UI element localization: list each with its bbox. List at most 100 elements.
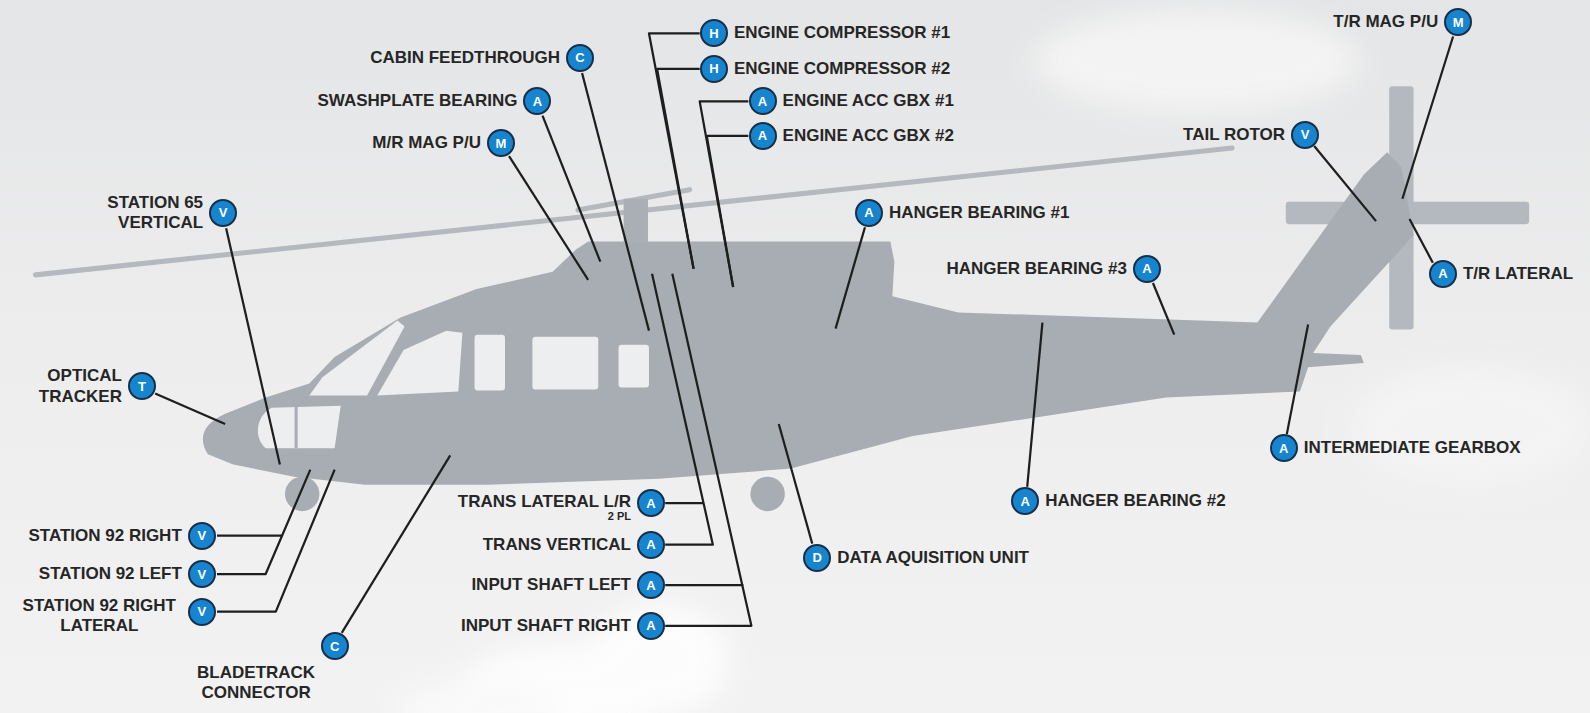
part-name: M/R MAG P/U xyxy=(372,133,481,153)
part-name: DATA AQUISITION UNIT xyxy=(837,548,1029,568)
callout-marker: VSTATION 92 LEFT xyxy=(188,560,216,588)
callout-marker: AHANGER BEARING #1 xyxy=(855,199,883,227)
leader-line xyxy=(1287,325,1308,435)
callout-marker: VSTATION 65 VERTICAL xyxy=(209,199,237,227)
part-label: HANGER BEARING #1 xyxy=(889,203,1069,223)
callout-letter: A xyxy=(749,122,777,150)
callout-marker: VSTATION 92 RIGHT xyxy=(188,522,216,550)
callout-letter: A xyxy=(1270,434,1298,462)
part-name: SWASHPLATE BEARING xyxy=(318,91,518,111)
callout-marker: CCABIN FEEDTHROUGH xyxy=(566,44,594,72)
part-name: STATION 92 RIGHT LATERAL xyxy=(17,596,182,637)
leader-line xyxy=(1314,146,1376,221)
leader-line xyxy=(700,101,749,287)
part-label: INTERMEDIATE GEARBOX xyxy=(1304,438,1521,458)
part-label: T/R LATERAL xyxy=(1463,264,1573,284)
callout-marker: HENGINE COMPRESSOR #1 xyxy=(700,19,728,47)
part-label: BLADETRACK CONNECTOR xyxy=(194,663,319,704)
leader-line xyxy=(665,584,743,586)
leader-lines xyxy=(155,33,1453,632)
leader-line xyxy=(509,156,588,280)
part-name: ENGINE ACC GBX #1 xyxy=(783,91,954,111)
callout-letter: C xyxy=(321,632,349,660)
part-name: INPUT SHAFT RIGHT xyxy=(461,616,631,636)
part-label: HANGER BEARING #2 xyxy=(1045,491,1225,511)
part-label: STATION 92 RIGHT LATERAL xyxy=(17,596,182,637)
window xyxy=(377,331,462,396)
callout-marker: VSTATION 92 RIGHT LATERAL xyxy=(188,598,216,626)
callout-marker: AHANGER BEARING #3 xyxy=(1133,255,1161,283)
part-name: OPTICAL TRACKER xyxy=(30,366,122,407)
callout-marker: AINPUT SHAFT RIGHT xyxy=(637,612,665,640)
part-name: HANGER BEARING #1 xyxy=(889,203,1069,223)
part-name: ENGINE COMPRESSOR #2 xyxy=(734,59,950,79)
part-name: HANGER BEARING #3 xyxy=(946,259,1126,279)
callout-marker: AT/R LATERAL xyxy=(1429,260,1457,288)
callout-letter: A xyxy=(749,87,777,115)
part-label: M/R MAG P/U xyxy=(372,133,481,153)
leader-line xyxy=(836,227,865,328)
leader-line xyxy=(226,228,280,464)
callout-letter: A xyxy=(637,571,665,599)
leader-line xyxy=(1027,323,1042,487)
callout-marker: HENGINE COMPRESSOR #2 xyxy=(700,55,728,83)
part-label: SWASHPLATE BEARING xyxy=(318,91,518,111)
part-name: TRANS LATERAL L/R xyxy=(458,492,631,512)
part-name: T/R MAG P/U xyxy=(1333,12,1438,32)
callout-letter: V xyxy=(188,522,216,550)
callout-marker: AENGINE ACC GBX #1 xyxy=(749,87,777,115)
window xyxy=(532,337,598,390)
leader-line xyxy=(665,274,751,626)
leader-line xyxy=(155,394,225,424)
part-name: HANGER BEARING #2 xyxy=(1045,491,1225,511)
callout-letter: V xyxy=(209,199,237,227)
part-label: ENGINE ACC GBX #1 xyxy=(783,91,954,111)
part-name: BLADETRACK CONNECTOR xyxy=(194,663,319,704)
part-name: CABIN FEEDTHROUGH xyxy=(370,48,560,68)
window xyxy=(475,335,505,391)
leader-line xyxy=(217,534,282,536)
part-label: TRANS VERTICAL xyxy=(483,534,631,554)
part-label: STATION 92 LEFT xyxy=(39,564,182,584)
callout-letter: D xyxy=(803,544,831,572)
fuselage xyxy=(203,152,1414,485)
leader-line xyxy=(1153,283,1174,335)
part-label: INPUT SHAFT LEFT xyxy=(471,575,631,595)
part-label: INPUT SHAFT RIGHT xyxy=(461,616,631,636)
leader-line xyxy=(665,502,704,504)
callout-letter: T xyxy=(128,372,156,400)
part-label: ENGINE COMPRESSOR #2 xyxy=(734,59,950,79)
quantity-note: 2 PL xyxy=(608,510,631,522)
part-label: STATION 65 VERTICAL xyxy=(88,193,203,234)
callout-letter: A xyxy=(1429,260,1457,288)
part-label: ENGINE COMPRESSOR #1 xyxy=(734,23,950,43)
leader-line xyxy=(582,73,649,331)
callout-marker: ATRANS VERTICAL xyxy=(637,531,665,559)
callout-letter: A xyxy=(637,612,665,640)
part-name: STATION 92 LEFT xyxy=(39,564,182,584)
leader-line xyxy=(649,33,700,268)
leader-line xyxy=(657,69,700,269)
callout-letter: H xyxy=(700,19,728,47)
callout-marker: CBLADETRACK CONNECTOR xyxy=(321,632,349,660)
callout-marker: AHANGER BEARING #2 xyxy=(1011,487,1039,515)
part-name: ENGINE COMPRESSOR #1 xyxy=(734,23,950,43)
window-frame xyxy=(295,407,298,449)
part-label: TRANS LATERAL L/R2 PL xyxy=(458,492,631,512)
part-name: T/R LATERAL xyxy=(1463,264,1573,284)
part-name: STATION 92 RIGHT xyxy=(28,525,181,545)
part-name: TRANS VERTICAL xyxy=(483,534,631,554)
leader-line xyxy=(217,470,335,612)
callout-marker: TOPTICAL TRACKER xyxy=(128,372,156,400)
callout-letter: C xyxy=(566,44,594,72)
callout-marker: MT/R MAG P/U xyxy=(1444,8,1472,36)
leader-line xyxy=(543,116,601,262)
part-label: STATION 92 RIGHT xyxy=(28,525,181,545)
leader-line xyxy=(1402,37,1453,199)
part-name: INPUT SHAFT LEFT xyxy=(471,575,631,595)
callout-marker: AINTERMEDIATE GEARBOX xyxy=(1270,434,1298,462)
part-name: TAIL ROTOR xyxy=(1183,125,1285,145)
part-label: CABIN FEEDTHROUGH xyxy=(370,48,560,68)
callout-letter: V xyxy=(188,560,216,588)
